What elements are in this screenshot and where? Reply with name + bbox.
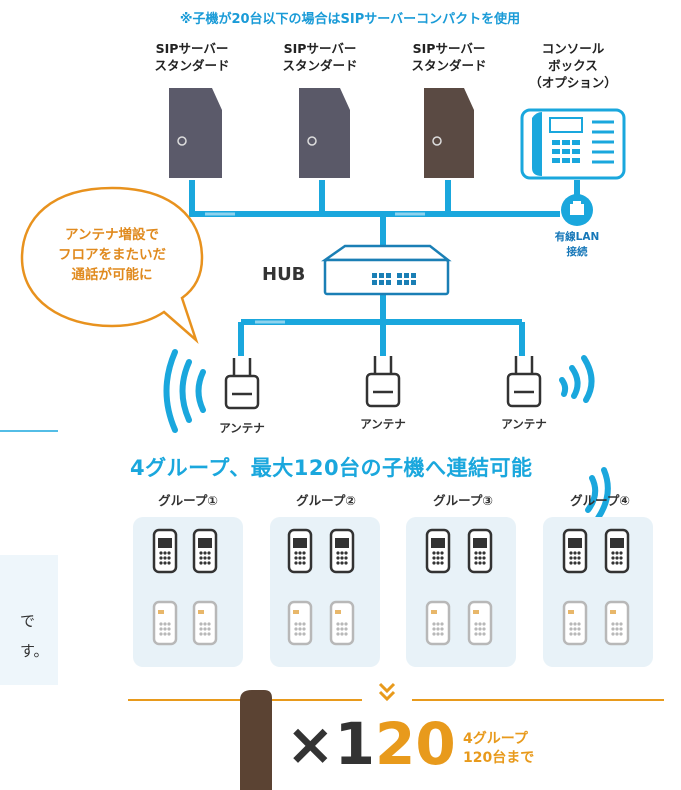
server-label-3: SIPサーバースタンダード — [411, 41, 487, 73]
lan-port-icon — [561, 194, 593, 226]
top-note: ※子機が20台以下の場合はSIPサーバーコンパクトを使用 — [179, 12, 521, 27]
sip-server-1-icon — [169, 88, 222, 178]
wireless-waves-left-icon — [163, 349, 206, 433]
hub-icon — [321, 244, 452, 296]
antenna-label-1: アンテナ — [219, 421, 265, 435]
left-text-line2: す。 — [20, 642, 49, 660]
group-panel-1 — [133, 517, 243, 667]
wireless-waves-group4-icon — [585, 467, 611, 521]
count-number: 20 — [374, 710, 456, 778]
left-panel — [0, 555, 58, 685]
backbone-lines — [189, 180, 580, 356]
wireless-waves-right-icon — [559, 355, 595, 403]
sip-server-3-icon — [424, 88, 474, 178]
group-label-2: グループ② — [296, 493, 356, 508]
sip-server-2-icon — [299, 88, 350, 178]
left-text-line1: で — [20, 612, 36, 630]
antenna-label-3: アンテナ — [501, 417, 547, 431]
group-label-4: グループ④ — [570, 493, 630, 508]
group-panel-3 — [406, 517, 516, 667]
antenna-3-icon — [506, 356, 542, 408]
chevron-down-icon — [378, 682, 396, 702]
hub-label: HUB — [262, 264, 306, 285]
console-label: コンソールボックス（オプション） — [529, 41, 617, 90]
speech-bubble-text: アンテナ増設でフロアをまたいだ通話が可能に — [58, 227, 166, 283]
antenna-1-icon — [224, 358, 260, 410]
count-prefix: ×1 — [286, 710, 375, 778]
group-panel-2 — [270, 517, 380, 667]
antenna-label-2: アンテナ — [360, 417, 406, 431]
server-label-2: SIPサーバースタンダード — [282, 41, 358, 73]
server-label-1: SIPサーバースタンダード — [154, 41, 230, 73]
speech-bubble — [20, 186, 204, 344]
handset-large-icon — [240, 690, 272, 790]
group-label-3: グループ③ — [433, 493, 493, 508]
group-panel-4 — [543, 517, 653, 667]
console-box-icon — [520, 108, 626, 180]
headline: 4グループ、最大120台の子機へ連結可能 — [130, 456, 533, 480]
antenna-2-icon — [365, 356, 401, 408]
count-display: ×120 — [286, 712, 456, 776]
group-label-1: グループ① — [158, 493, 218, 508]
